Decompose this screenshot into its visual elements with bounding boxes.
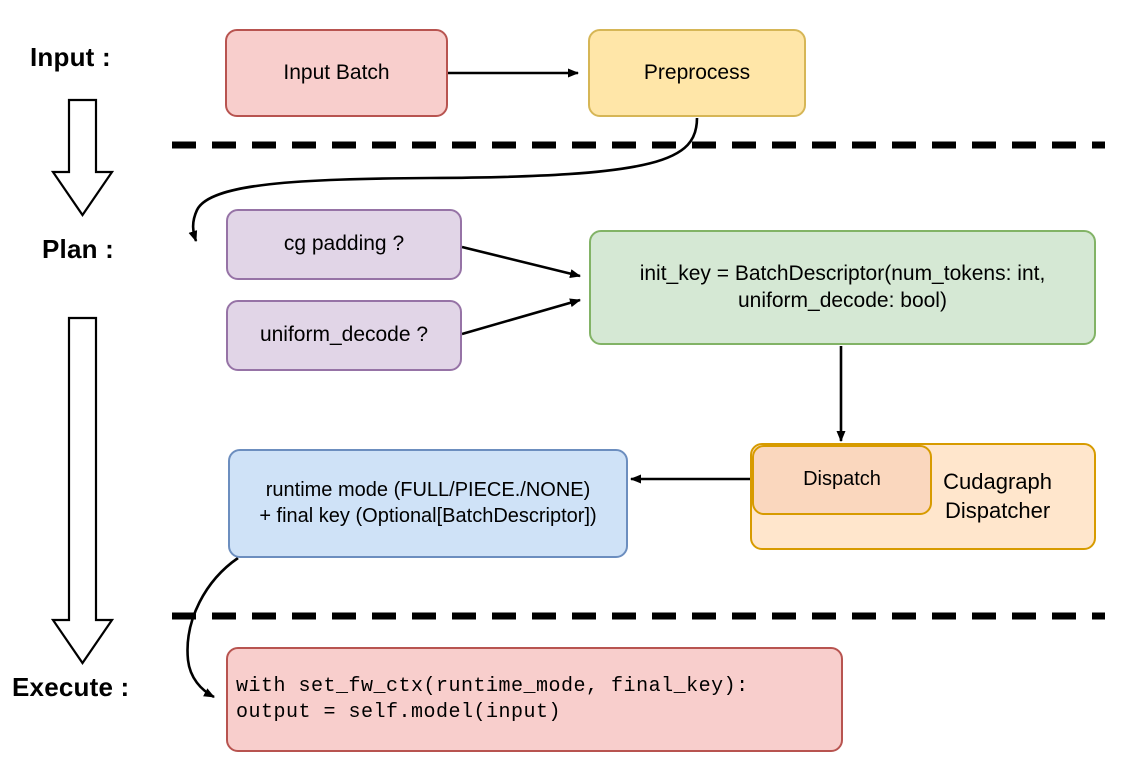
node-input-batch[interactable]: Input Batch [225, 29, 448, 117]
node-execute-code-label: with set_fw_ctx(runtime_mode, final_key)… [236, 674, 749, 724]
node-cg-padding-label: cg padding ? [283, 232, 405, 256]
node-cg-padding[interactable]: cg padding ? [226, 209, 462, 280]
connector-preprocess-to-cg-padding [188, 117, 699, 242]
node-init-key-label: init_key = BatchDescriptor(num_tokens: i… [639, 261, 1046, 312]
stage-label-input: Input : [30, 42, 111, 72]
node-input-batch-label: Input Batch [283, 60, 390, 84]
connector-uniform-decode-to-init-key [461, 298, 581, 336]
connector-runtime-mode-to-execute-code [186, 556, 239, 699]
node-dispatch-label: Dispatch [803, 468, 881, 491]
node-uniform-decode-label: uniform_decode ? [259, 323, 429, 347]
node-cudagraph-dispatcher-label: Cudagraph Dispatcher [943, 469, 1052, 523]
node-runtime-mode[interactable]: runtime mode (FULL/PIECE./NONE) + final … [228, 449, 628, 558]
node-preprocess[interactable]: Preprocess [588, 29, 806, 117]
node-uniform-decode[interactable]: uniform_decode ? [226, 300, 462, 371]
node-dispatch[interactable]: Dispatch [752, 445, 932, 515]
node-runtime-mode-label: runtime mode (FULL/PIECE./NONE) + final … [259, 478, 597, 527]
stage-label-plan: Plan : [42, 234, 114, 264]
flow-arrow-plan-to-execute [50, 316, 115, 665]
node-init-key[interactable]: init_key = BatchDescriptor(num_tokens: i… [589, 230, 1096, 345]
connector-cg-padding-to-init-key [461, 245, 581, 278]
stage-label-execute: Execute : [12, 672, 130, 702]
node-execute-code[interactable]: with set_fw_ctx(runtime_mode, final_key)… [226, 647, 843, 752]
node-preprocess-label: Preprocess [643, 60, 751, 84]
flow-arrow-input-to-plan [50, 98, 115, 217]
